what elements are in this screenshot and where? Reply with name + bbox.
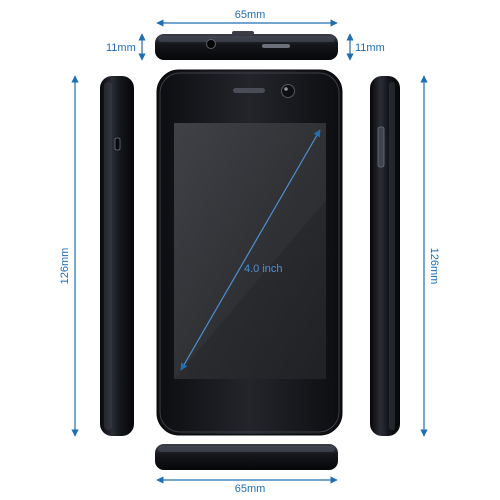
phone-bottom-edge-view [155,444,338,470]
phone-right-side-view [370,76,400,436]
front-camera-icon [281,84,295,98]
right-height-label: 126mm [428,246,440,286]
headphone-jack-icon [206,39,216,49]
earpiece-speaker-icon [233,88,265,93]
thickness-left-label: 11mm [106,42,136,54]
power-button-icon [262,44,290,48]
thickness-right-label: 11mm [355,42,385,54]
micro-usb-port-icon [114,137,121,151]
volume-button-icon [377,126,385,168]
screen-diagonal-dimension-line [180,129,321,371]
screen-diagonal-label: 4.0 inch [244,263,283,275]
left-height-label: 126mm [59,246,71,286]
phone-top-edge-view [155,31,338,60]
bottom-width-label: 65mm [234,483,266,495]
top-width-label: 65mm [230,9,270,21]
phone-left-side-view [100,76,134,436]
